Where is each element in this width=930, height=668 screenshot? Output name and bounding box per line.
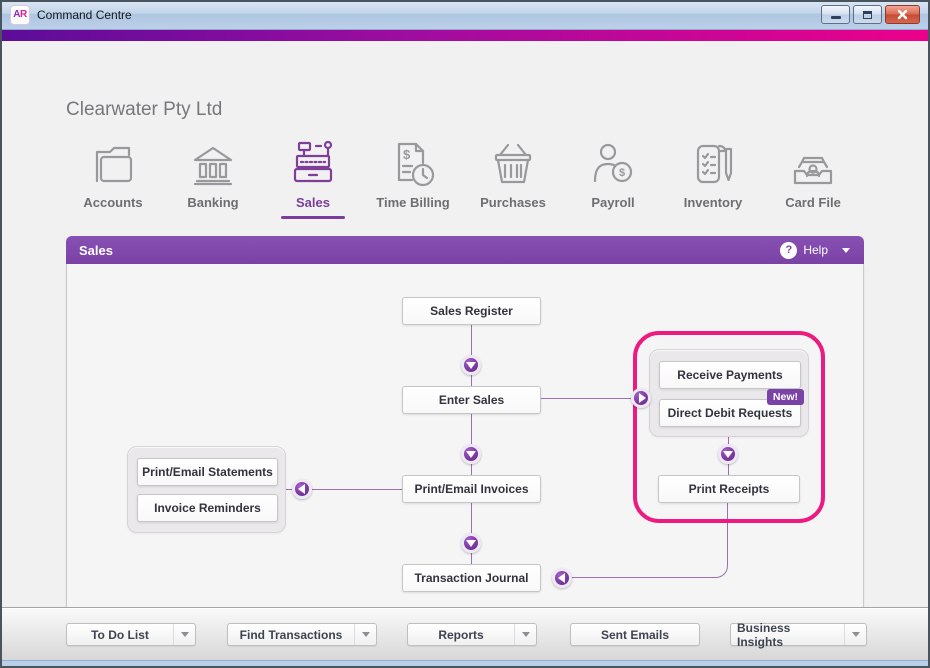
flow-arrow-down-icon bbox=[718, 444, 738, 464]
nav-item-card-file[interactable]: Card File bbox=[763, 135, 863, 219]
invoice-clock-icon: $ bbox=[385, 135, 441, 189]
chevron-down-icon bbox=[180, 632, 189, 637]
brand-gradient-bar bbox=[0, 30, 930, 41]
new-badge: New! bbox=[766, 389, 804, 405]
window-controls bbox=[821, 5, 920, 24]
direct-debit-requests-button[interactable]: Direct Debit Requests New! bbox=[659, 389, 804, 427]
company-name: Clearwater Pty Ltd bbox=[66, 99, 223, 120]
svg-text:$: $ bbox=[403, 147, 411, 162]
find-transactions-button[interactable]: Find Transactions bbox=[227, 623, 377, 646]
maximize-button[interactable] bbox=[853, 5, 882, 24]
panel-title: Sales bbox=[79, 242, 113, 258]
connector-line bbox=[286, 489, 402, 490]
find-transactions-dropdown[interactable] bbox=[354, 624, 376, 645]
question-circle-icon: ? bbox=[780, 241, 798, 259]
connector-elbow bbox=[567, 503, 728, 578]
sales-panel-header: Sales ? Help bbox=[66, 236, 864, 264]
sales-register-button[interactable]: Sales Register bbox=[402, 297, 541, 325]
reports-button[interactable]: Reports bbox=[407, 623, 537, 646]
active-tab-underline bbox=[281, 216, 345, 219]
nav-item-time-billing[interactable]: $ Time Billing bbox=[363, 135, 463, 219]
command-centre-nav: Accounts Banking bbox=[63, 135, 863, 219]
person-dollar-icon: $ bbox=[585, 135, 641, 189]
footer-toolbar: To Do List Find Transactions Reports Sen… bbox=[0, 607, 930, 660]
flowchart-canvas: Sales Register Enter Sales Print/Email I… bbox=[66, 264, 864, 629]
flow-arrow-right-icon bbox=[631, 388, 651, 408]
flow-arrow-down-icon bbox=[461, 444, 481, 464]
checklist-pen-icon bbox=[685, 135, 741, 189]
nav-item-inventory[interactable]: Inventory bbox=[663, 135, 763, 219]
maximize-icon bbox=[863, 10, 872, 19]
flow-arrow-left-icon bbox=[552, 568, 572, 588]
close-button[interactable] bbox=[885, 5, 920, 24]
card-drawer-icon bbox=[785, 135, 841, 189]
reports-dropdown[interactable] bbox=[514, 624, 536, 645]
connector-line bbox=[541, 398, 633, 399]
flow-arrow-left-icon bbox=[292, 479, 312, 499]
help-menu[interactable]: ? Help bbox=[780, 241, 864, 259]
receive-payments-button[interactable]: Receive Payments bbox=[659, 361, 801, 389]
chevron-down-icon bbox=[521, 632, 530, 637]
window-title: Command Centre bbox=[37, 7, 132, 22]
content-area: Clearwater Pty Ltd Accounts bbox=[0, 41, 930, 629]
minimize-button[interactable] bbox=[821, 5, 850, 24]
to-do-list-dropdown[interactable] bbox=[173, 624, 195, 645]
to-do-list-button[interactable]: To Do List bbox=[66, 623, 196, 646]
basket-icon bbox=[485, 135, 541, 189]
chevron-down-icon bbox=[361, 632, 370, 637]
invoice-reminders-button[interactable]: Invoice Reminders bbox=[137, 494, 278, 522]
payments-group: Receive Payments Direct Debit Requests N… bbox=[649, 349, 809, 437]
folder-icon bbox=[85, 135, 141, 189]
svg-text:$: $ bbox=[619, 167, 625, 179]
minimize-icon bbox=[830, 16, 841, 19]
window-bottom-border bbox=[0, 660, 930, 668]
flow-arrow-down-icon bbox=[461, 533, 481, 553]
sales-panel: Sales ? Help Sales Registe bbox=[66, 236, 864, 629]
chevron-down-icon[interactable] bbox=[842, 247, 850, 253]
enter-sales-button[interactable]: Enter Sales bbox=[402, 386, 541, 414]
nav-item-purchases[interactable]: Purchases bbox=[463, 135, 563, 219]
cash-register-icon bbox=[285, 135, 341, 189]
print-email-invoices-button[interactable]: Print/Email Invoices bbox=[402, 475, 541, 503]
chevron-down-icon bbox=[851, 632, 860, 637]
nav-item-banking[interactable]: Banking bbox=[163, 135, 263, 219]
print-email-statements-button[interactable]: Print/Email Statements bbox=[137, 458, 278, 486]
statements-group: Print/Email Statements Invoice Reminders bbox=[127, 446, 286, 533]
nav-item-payroll[interactable]: $ Payroll bbox=[563, 135, 663, 219]
transaction-journal-button[interactable]: Transaction Journal bbox=[402, 564, 541, 592]
print-receipts-button[interactable]: Print Receipts bbox=[658, 475, 800, 503]
sent-emails-button[interactable]: Sent Emails bbox=[570, 623, 700, 646]
flow-arrow-down-icon bbox=[461, 355, 481, 375]
nav-item-sales[interactable]: Sales bbox=[263, 135, 363, 219]
business-insights-button[interactable]: Business Insights bbox=[730, 621, 867, 649]
close-icon bbox=[897, 9, 908, 20]
bank-icon bbox=[185, 135, 241, 189]
new-feature-highlight bbox=[633, 331, 825, 523]
business-insights-dropdown[interactable] bbox=[844, 624, 866, 645]
nav-item-accounts[interactable]: Accounts bbox=[63, 135, 163, 219]
